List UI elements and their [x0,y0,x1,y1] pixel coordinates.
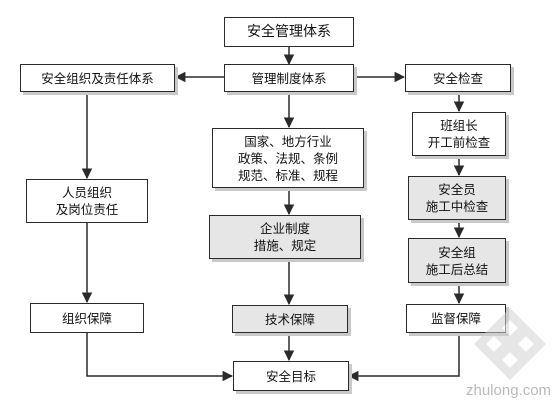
node-label: 监督保障 [430,311,481,326]
node-safety-inspection: 安全检查 [405,64,511,92]
node-technical-guarantee: 技术保障 [232,305,348,333]
node-safety-management-system: 安全管理体系 [224,17,354,47]
node-label: 组织保障 [61,310,112,326]
node-national-regulations: 国家、地方行业 政策、法规、条例 规范、标准、规程 [212,128,364,188]
node-safety-team-summary: 安全组 施工后总结 [408,238,506,283]
node-label: 安全目标 [265,368,316,384]
node-label: 安全检查 [432,70,483,86]
node-safety-officer-check: 安全员 施工中检查 [408,176,506,220]
node-enterprise-rules: 企业制度 措施、规定 [209,215,361,259]
node-management-rules-system: 管理制度体系 [224,64,354,92]
node-personnel-organization: 人员组织 及岗位责任 [26,179,148,223]
node-label: 人员组织 及岗位责任 [55,185,119,217]
arrow-left-to-bottom [86,333,234,382]
node-team-leader-check: 班组长 开工前检查 [412,112,506,156]
node-label: 安全员 施工中检查 [425,182,489,214]
node-safety-organization-responsibility: 安全组织及责任体系 [20,64,175,92]
node-label: 管理制度体系 [251,70,327,86]
node-label: 安全组 施工后总结 [425,244,489,277]
node-label: 技术保障 [264,311,315,327]
node-label: 班组长 开工前检查 [427,118,491,150]
node-label: 国家、地方行业 政策、法规、条例 规范、标准、规程 [237,133,338,183]
arrow-right-to-bottom [347,333,460,382]
node-label: 企业制度 措施、规定 [253,221,317,253]
node-label: 安全管理体系 [247,23,331,40]
node-organization-guarantee: 组织保障 [30,303,144,333]
node-label: 安全组织及责任体系 [41,70,154,86]
node-supervision-guarantee: 监督保障 [406,304,506,333]
watermark-text: zhulong.com [466,382,552,399]
zhulong-logo-icon [474,308,546,380]
node-safety-goal: 安全目标 [233,361,349,391]
